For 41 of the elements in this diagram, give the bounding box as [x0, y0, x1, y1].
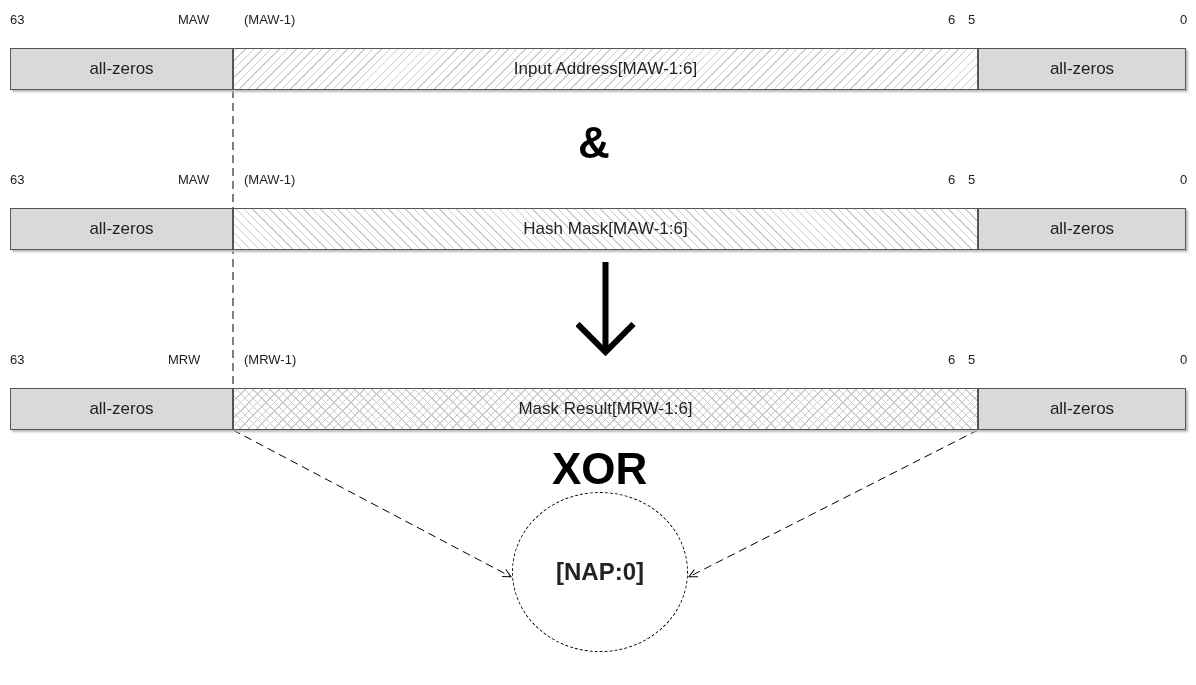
- field-name: all-zeros: [89, 59, 154, 79]
- bit-label: 5: [968, 352, 976, 367]
- field-name: Input Address[MAW-1:6]: [513, 59, 698, 79]
- field-name: all-zeros: [89, 219, 154, 239]
- arrow: [688, 429, 979, 578]
- bit-label: 6: [948, 352, 956, 367]
- field-box: [233, 208, 978, 250]
- field-name: Mask Result[MRW-1:6]: [518, 399, 693, 419]
- zero-field-box: [978, 208, 1186, 250]
- bit-label: 63: [10, 352, 25, 367]
- bit-label: 0: [1180, 12, 1188, 27]
- bit-label: (MRW-1): [244, 352, 297, 367]
- bit-label: 6: [948, 172, 956, 187]
- down-arrow: [574, 262, 637, 355]
- bit-label: 0: [1180, 172, 1188, 187]
- field-box: [233, 48, 978, 90]
- field-name: all-zeros: [89, 399, 154, 419]
- bit-label: MRW: [168, 352, 201, 367]
- zero-field-box: [10, 388, 233, 430]
- zero-field-box: [10, 48, 233, 90]
- operator-label: XOR: [552, 444, 648, 494]
- bit-label: 0: [1180, 352, 1188, 367]
- zero-field-box: [978, 48, 1186, 90]
- field-name: all-zeros: [1049, 399, 1115, 419]
- field-name: all-zeros: [1049, 59, 1115, 79]
- zero-field-box: [10, 208, 233, 250]
- bit-label: 63: [10, 12, 25, 27]
- field-name: Hash Mask[MAW-1:6]: [523, 219, 688, 239]
- bit-label: (MAW-1): [244, 12, 296, 27]
- bit-label: MAW: [178, 12, 210, 27]
- arrow: [232, 429, 512, 578]
- bit-label: 63: [10, 172, 25, 187]
- bit-label: (MAW-1): [244, 172, 296, 187]
- operator-label: &: [578, 118, 610, 168]
- zero-field-box: [978, 388, 1186, 430]
- field-box: [233, 388, 978, 430]
- bit-label: 6: [948, 12, 956, 27]
- bit-label: 5: [968, 12, 976, 27]
- field-name: all-zeros: [1049, 219, 1115, 239]
- bit-label: MAW: [178, 172, 210, 187]
- bit-label: 5: [968, 172, 976, 187]
